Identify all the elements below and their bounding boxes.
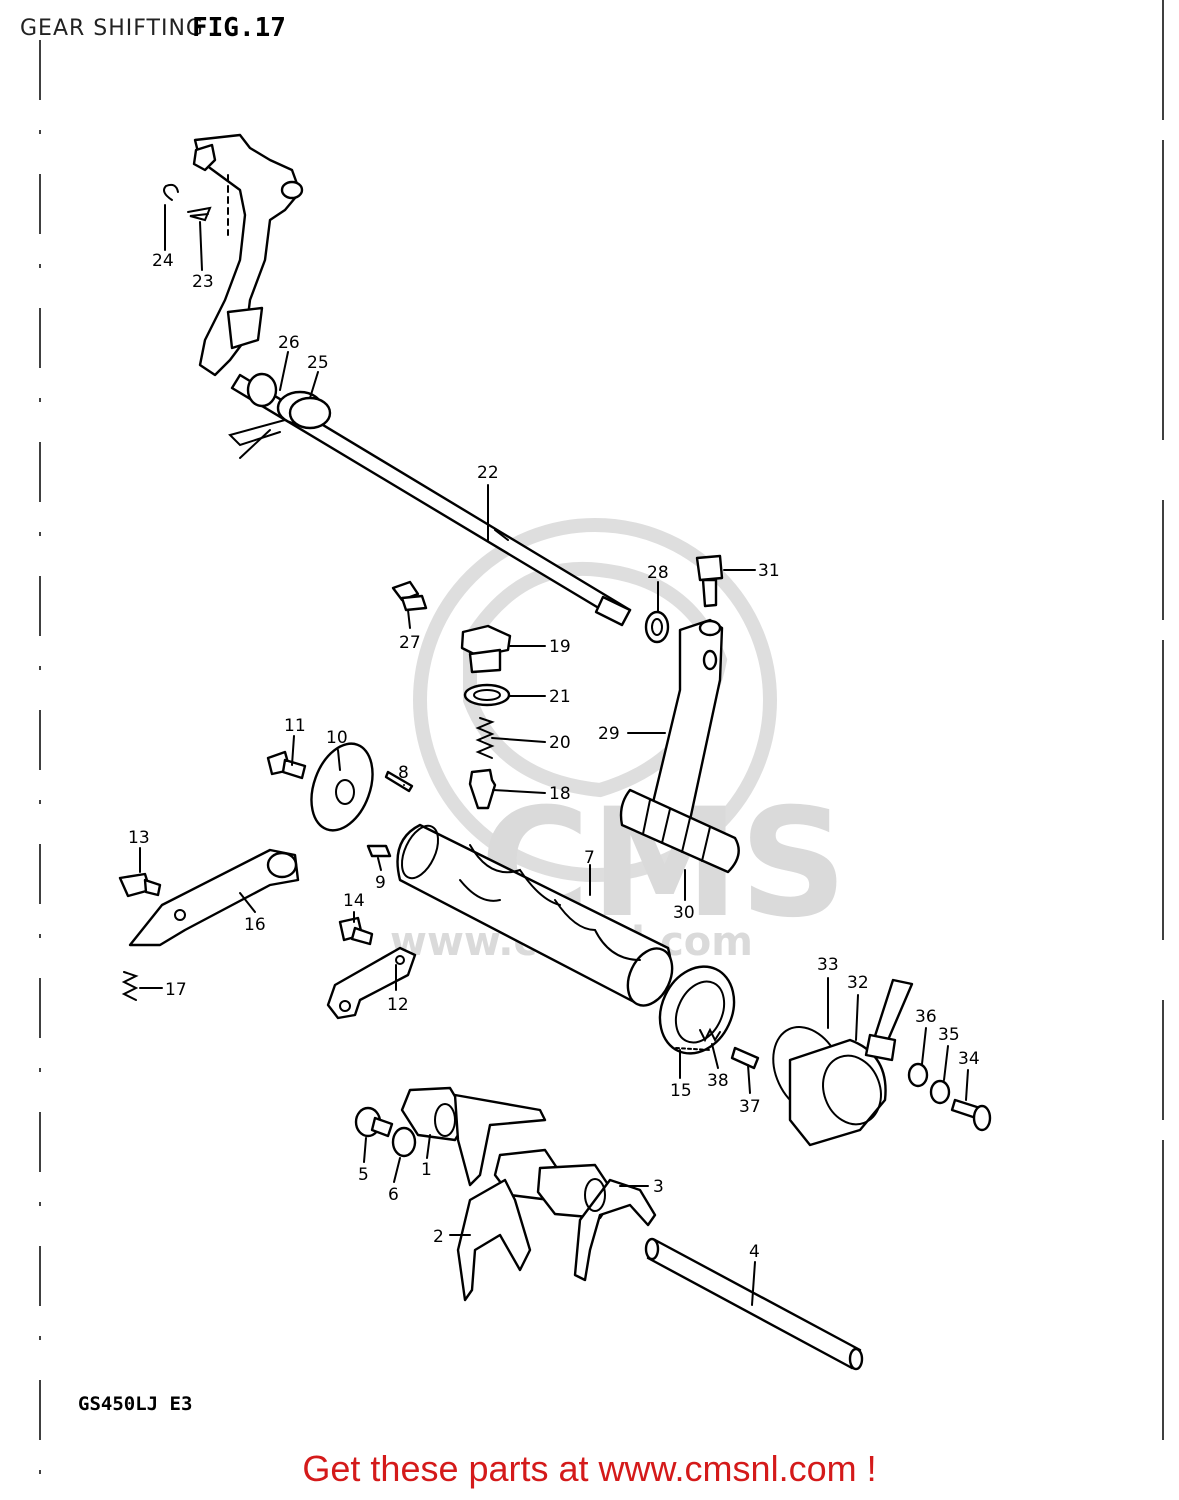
callout-6: 6 xyxy=(388,1185,399,1205)
callout-22: 22 xyxy=(477,463,499,483)
callout-2: 2 xyxy=(433,1227,444,1247)
stopper-plate-12 xyxy=(326,946,417,1020)
callout-24: 24 xyxy=(152,251,174,271)
callout-13: 13 xyxy=(128,828,150,848)
spring-23 xyxy=(187,206,212,222)
callout-23: 23 xyxy=(192,272,214,292)
callout-34: 34 xyxy=(958,1049,980,1069)
shift-fork-1 xyxy=(400,1086,547,1187)
stopper-18 xyxy=(468,768,497,810)
callout-9: 9 xyxy=(375,873,386,893)
figure-number: FIG.17 xyxy=(192,13,286,43)
model-code: GS450LJ E3 xyxy=(78,1393,193,1415)
neutral-switch-32 xyxy=(788,978,914,1147)
footpeg-rubber-30 xyxy=(619,788,740,874)
washer-36 xyxy=(907,1062,929,1088)
callout-27: 27 xyxy=(399,633,421,653)
callout-3: 3 xyxy=(653,1177,664,1197)
callout-16: 16 xyxy=(244,915,266,935)
callout-19: 19 xyxy=(549,637,571,657)
stopper-arm-16 xyxy=(128,848,300,947)
spring-25 xyxy=(228,390,332,459)
callout-20: 20 xyxy=(549,733,571,753)
callout-11: 11 xyxy=(284,716,306,736)
callout-29: 29 xyxy=(598,724,620,744)
callout-33: 33 xyxy=(817,955,839,975)
washer-6 xyxy=(391,1126,417,1158)
bolt-31 xyxy=(695,554,724,608)
screw-34 xyxy=(950,1098,992,1132)
callout-5: 5 xyxy=(358,1165,369,1185)
pin-8 xyxy=(384,770,414,793)
callout-28: 28 xyxy=(647,563,669,583)
callout-25: 25 xyxy=(307,353,329,373)
callout-31: 31 xyxy=(758,561,780,581)
leader-lines xyxy=(139,204,969,1306)
shift-fork-3 xyxy=(536,1163,657,1282)
callout-1: 1 xyxy=(421,1160,432,1180)
pin-37 xyxy=(730,1046,760,1070)
cam-plate-10 xyxy=(310,742,374,832)
callout-17: 17 xyxy=(165,980,187,1000)
circlip-24 xyxy=(163,183,179,201)
callout-32: 32 xyxy=(847,973,869,993)
callout-35: 35 xyxy=(938,1025,960,1045)
bolt-5 xyxy=(354,1106,394,1138)
fork-shaft-4 xyxy=(644,1237,864,1371)
callout-26: 26 xyxy=(278,333,300,353)
spring-38 xyxy=(699,1027,721,1043)
washer-26 xyxy=(246,372,278,408)
pin-9 xyxy=(366,844,392,858)
callout-37: 37 xyxy=(739,1097,761,1117)
bolt-11 xyxy=(266,750,307,780)
spring-20 xyxy=(475,717,495,759)
callout-labels: 24 23 26 25 22 28 31 27 19 21 20 18 29 3… xyxy=(128,251,980,1262)
callout-15: 15 xyxy=(670,1081,692,1101)
callout-7: 7 xyxy=(584,848,595,868)
gearshift-cam-7 xyxy=(396,823,674,1007)
callout-10: 10 xyxy=(326,728,348,748)
callout-18: 18 xyxy=(549,784,571,804)
callout-4: 4 xyxy=(749,1242,760,1262)
plug-19 xyxy=(460,624,512,674)
callout-21: 21 xyxy=(549,687,571,707)
gearshift-arm xyxy=(192,133,304,377)
callout-14: 14 xyxy=(343,891,365,911)
footer-link[interactable]: Get these parts at www.cmsnl.com ! xyxy=(302,1448,877,1489)
bolt-14 xyxy=(338,916,374,946)
diagram-title: GEAR SHIFTING xyxy=(20,16,204,41)
bolt-27 xyxy=(391,580,428,612)
callout-12: 12 xyxy=(387,995,409,1015)
gasket-21 xyxy=(463,683,511,707)
spring-17 xyxy=(121,971,139,1001)
bearing-15 xyxy=(658,965,736,1055)
callout-30: 30 xyxy=(673,903,695,923)
bolt-13 xyxy=(118,872,162,898)
gearshift-shaft xyxy=(230,373,632,627)
oil-seal-28 xyxy=(644,610,670,644)
washer-35 xyxy=(929,1079,951,1105)
callout-8: 8 xyxy=(398,763,409,783)
callout-38: 38 xyxy=(707,1071,729,1091)
callout-36: 36 xyxy=(915,1007,937,1027)
